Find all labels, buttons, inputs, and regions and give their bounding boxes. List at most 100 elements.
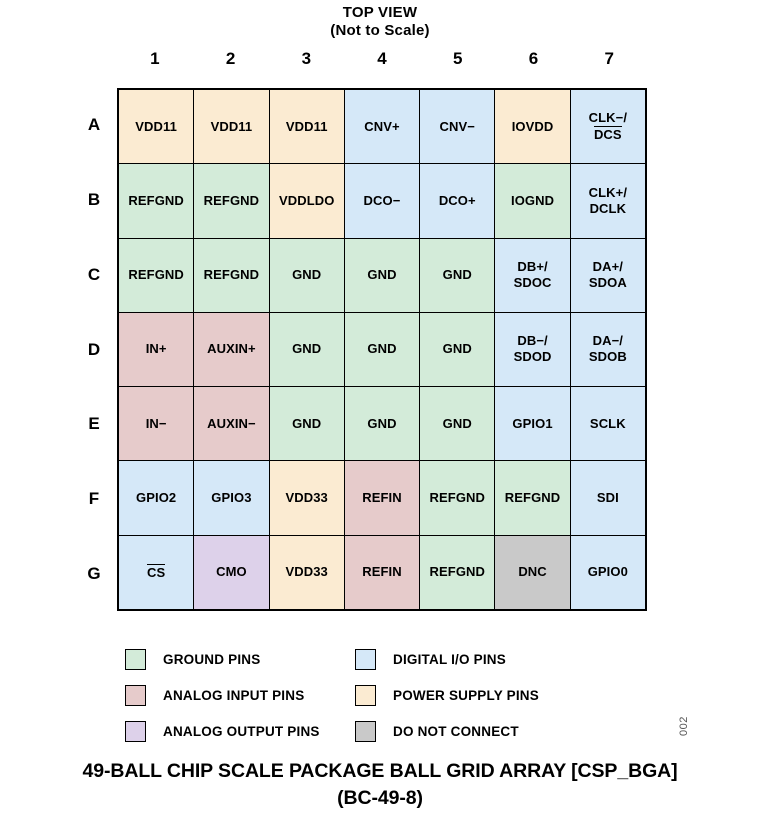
ball-label-A1-line1: VDD11 <box>135 118 177 134</box>
ball-cell-D1: IN+ <box>119 312 195 387</box>
ball-label-B1-line1: REFGND <box>128 192 184 208</box>
ball-label-F2-line1: GPIO3 <box>211 490 252 506</box>
ball-label-F3-line1: VDD33 <box>285 490 328 506</box>
ball-label-G6-line1: DNC <box>518 564 547 580</box>
legend-item-ainput: ANALOG INPUT PINS <box>125 683 304 707</box>
ball-label-D6-line2: SDOD <box>513 349 552 365</box>
top-view-heading: TOP VIEW (Not to Scale) <box>0 4 760 40</box>
ball-cell-F7: SDI <box>570 461 645 535</box>
ball-cell-E1: IN− <box>119 387 195 461</box>
ball-cell-A7: CLK−/DCS <box>570 90 645 164</box>
ball-label-G5-line1: REFGND <box>429 564 486 580</box>
ball-label-A2-line1: VDD11 <box>210 118 253 134</box>
ball-label-A4-line1: CNV+ <box>364 118 400 134</box>
legend-swatch-aoutput <box>125 720 146 742</box>
ball-cell-B6: IOGND <box>495 164 571 238</box>
ball-label-G7-line1: GPIO0 <box>587 564 628 580</box>
legend-swatch-digital <box>355 648 376 670</box>
column-label-5: 5 <box>453 49 463 68</box>
ball-cell-B4: DCO− <box>344 164 421 238</box>
ball-cell-F2: GPIO3 <box>194 461 270 535</box>
package-caption: 49-BALL CHIP SCALE PACKAGE BALL GRID ARR… <box>0 758 760 812</box>
figure-number: 002 <box>678 716 690 736</box>
ball-label-E3-line1: GND <box>292 415 322 431</box>
ball-label-C6-line1: DB+/ <box>517 259 548 275</box>
ball-cell-D6: DB−/SDOD <box>495 312 571 387</box>
ball-label-C3-line1: GND <box>292 267 322 283</box>
ball-cell-C3: GND <box>269 238 345 312</box>
ball-cell-G5: REFGND <box>420 535 496 609</box>
ball-cell-E4: GND <box>344 387 421 461</box>
ball-cell-C7: DA+/SDOA <box>570 238 645 312</box>
overline-label-A7: DCS <box>593 126 622 143</box>
ball-cell-C2: REFGND <box>194 238 270 312</box>
ball-cell-D2: AUXIN+ <box>194 312 270 387</box>
ball-label-G3-line1: VDD33 <box>285 564 328 580</box>
ball-cell-D5: GND <box>420 312 496 387</box>
ball-label-C4-line1: GND <box>367 267 397 283</box>
ball-cell-D3: GND <box>269 312 345 387</box>
ball-cell-F5: REFGND <box>420 461 496 535</box>
ball-cell-G6: DNC <box>495 535 571 609</box>
ball-label-C7-line2: SDOA <box>588 275 627 291</box>
ball-label-G1-line2: CS <box>147 563 166 581</box>
ball-label-C7-line1: DA+/ <box>592 259 624 275</box>
ball-label-E5-line1: GND <box>442 415 472 431</box>
legend-item-aoutput: ANALOG OUTPUT PINS <box>125 719 320 743</box>
ball-cell-E5: GND <box>420 387 496 461</box>
ball-cell-E7: SCLK <box>570 387 645 461</box>
legend-swatch-dnc <box>355 720 376 742</box>
ball-label-A3-line1: VDD11 <box>285 118 328 134</box>
ball-label-F6-line1: REFGND <box>504 490 561 506</box>
ball-label-D7-line2: SDOB <box>588 349 627 365</box>
ball-label-D3-line1: GND <box>292 341 322 357</box>
ball-cell-G7: GPIO0 <box>570 535 645 609</box>
ball-cell-A1: VDD11 <box>119 90 195 164</box>
ball-label-A7-line2: DCS <box>589 126 627 143</box>
ball-cell-F1: GPIO2 <box>119 461 195 535</box>
ball-label-C5-line1: GND <box>442 267 472 283</box>
ball-label-B7-line2: DCLK <box>589 200 627 216</box>
ball-label-F5-line1: REFGND <box>429 490 486 506</box>
ball-label-F4-line1: REFIN <box>362 490 402 506</box>
ball-cell-A3: VDD11 <box>269 90 345 164</box>
legend-swatch-power <box>355 684 376 706</box>
ball-cell-G1: CS <box>119 535 195 609</box>
legend-label-dnc: DO NOT CONNECT <box>393 723 519 739</box>
ball-cell-B3: VDDLDO <box>269 164 345 238</box>
ball-cell-B1: REFGND <box>119 164 195 238</box>
ball-label-B3-line1: VDDLDO <box>278 192 335 208</box>
ball-label-B7-line1: CLK+/ <box>588 184 628 200</box>
ball-cell-B7: CLK+/DCLK <box>570 164 645 238</box>
ball-cell-F4: REFIN <box>344 461 421 535</box>
legend-item-dnc: DO NOT CONNECT <box>355 719 519 743</box>
ball-cell-C6: DB+/SDOC <box>495 238 571 312</box>
ball-label-B6-line1: IOGND <box>510 192 555 208</box>
ball-cell-C1: REFGND <box>119 238 195 312</box>
ball-cell-A6: IOVDD <box>495 90 571 164</box>
ball-label-D2-line1: AUXIN+ <box>207 341 256 357</box>
top-view-subtitle: (Not to Scale) <box>330 22 430 39</box>
ball-cell-B2: REFGND <box>194 164 270 238</box>
ball-cell-C4: GND <box>344 238 421 312</box>
ball-label-G4-line1: REFIN <box>362 564 402 580</box>
ball-cell-B5: DCO+ <box>420 164 496 238</box>
ball-cell-G4: REFIN <box>344 535 421 609</box>
column-label-6: 6 <box>528 49 539 68</box>
ball-cell-E2: AUXIN− <box>194 387 270 461</box>
ball-label-D4-line1: GND <box>367 341 397 357</box>
legend: GROUND PINS ANALOG INPUT PINS ANALOG OUTPU… <box>125 645 625 757</box>
row-label-G: G <box>87 563 101 583</box>
ball-cell-A2: VDD11 <box>194 90 270 164</box>
ball-label-E2-line1: AUXIN− <box>207 415 256 431</box>
column-label-1: 1 <box>150 49 160 68</box>
legend-label-aoutput: ANALOG OUTPUT PINS <box>163 723 320 739</box>
ball-cell-F6: REFGND <box>495 461 571 535</box>
ball-label-E6-line1: GPIO1 <box>512 415 553 431</box>
legend-label-ground: GROUND PINS <box>163 651 261 667</box>
ball-cell-D7: DA−/SDOB <box>570 312 645 387</box>
ball-row-E: IN− AUXIN− GND GND GND GPIO1 SCLK <box>119 387 645 462</box>
